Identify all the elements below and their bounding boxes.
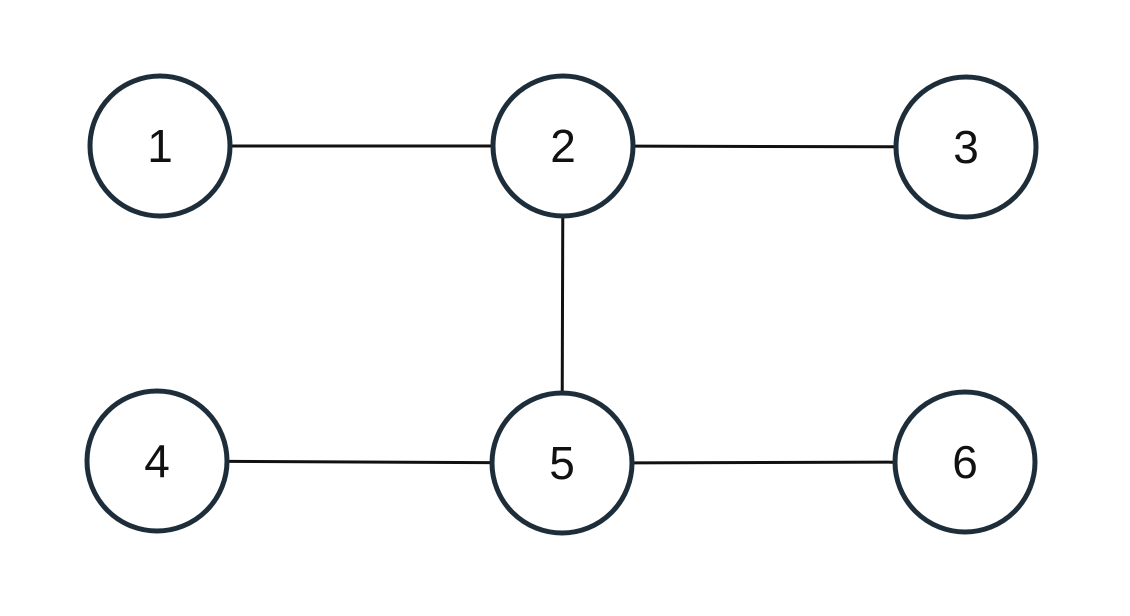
- node-1: 1: [87, 73, 233, 219]
- node-label-3: 3: [953, 121, 979, 173]
- node-6: 6: [892, 389, 1038, 535]
- node-circle-5: [489, 390, 635, 536]
- node-circle-2: [490, 73, 636, 219]
- node-label-2: 2: [550, 120, 576, 172]
- node-circle-3: [893, 74, 1039, 220]
- node-label-5: 5: [549, 437, 575, 489]
- node-circle-4: [84, 388, 230, 534]
- node-label-4: 4: [144, 435, 170, 487]
- node-5: 5: [489, 390, 635, 536]
- node-3: 3: [893, 74, 1039, 220]
- node-label-1: 1: [147, 120, 173, 172]
- node-circle-6: [892, 389, 1038, 535]
- node-4: 4: [84, 388, 230, 534]
- node-circle-1: [87, 73, 233, 219]
- node-2: 2: [490, 73, 636, 219]
- node-label-6: 6: [952, 436, 978, 488]
